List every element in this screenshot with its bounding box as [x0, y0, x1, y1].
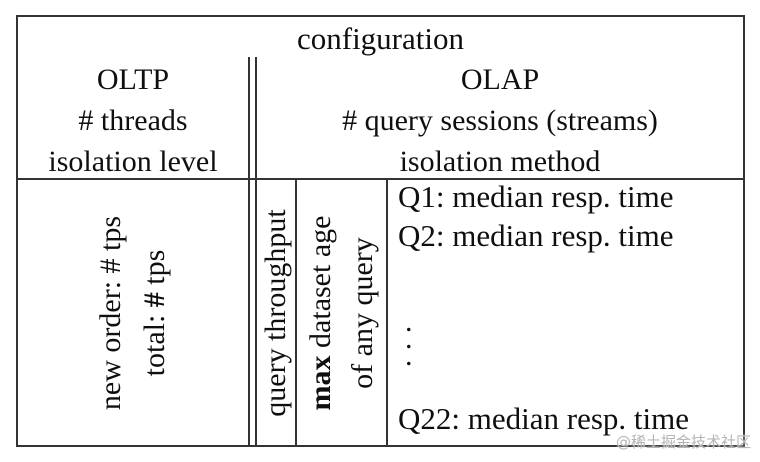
olap-header-cell: OLAP # query sessions (streams) isolatio… — [257, 59, 743, 182]
vertical-ellipsis: . . . — [405, 305, 413, 372]
max-dataset-age-label: max dataset age — [300, 215, 342, 410]
oltp-title: OLTP — [96, 63, 170, 96]
ellipsis-dot: . — [405, 339, 413, 372]
new-order-tps-label: new order: # tps — [94, 215, 127, 410]
total-tps-suffix: tps — [138, 249, 171, 292]
header-body-divider — [18, 178, 743, 180]
q2-response-time-label: Q2: median resp. time — [398, 218, 674, 253]
dataset-age-cell: max dataset age of any query — [297, 180, 386, 445]
configuration-header: configuration — [296, 21, 464, 56]
dataset-age-rotated-text: max dataset age of any query — [300, 215, 384, 410]
olap-title: OLAP — [460, 63, 540, 96]
juejin-watermark: @稀土掘金技术社区 — [616, 433, 752, 451]
freshness-queries-divider — [386, 180, 388, 445]
oltp-metrics-cell: new order: # tps total: # tps — [18, 180, 248, 445]
q22-response-time-label: Q22: median resp. time — [398, 401, 689, 436]
olap-isolation-method-label: isolation method — [399, 145, 601, 178]
dataset-age-rest: dataset age — [303, 215, 337, 355]
double-rule-right — [255, 57, 257, 445]
olap-sessions-label: # query sessions (streams) — [342, 104, 658, 137]
oltp-isolation-level-label: isolation level — [48, 145, 218, 178]
throughput-freshness-divider — [295, 180, 297, 445]
total-tps-prefix: total: — [138, 306, 171, 376]
query-throughput-cell: query throughput — [257, 180, 295, 445]
query-throughput-label: query throughput — [259, 208, 292, 417]
oltp-metrics-rotated-text: new order: # tps total: # tps — [89, 215, 177, 409]
q1-response-time-label: Q1: median resp. time — [398, 179, 674, 214]
benchmark-results-table: configuration OLTP # threads isolation l… — [16, 15, 745, 447]
query-response-times-cell: Q1: median resp. time Q2: median resp. t… — [388, 179, 743, 445]
total-tps-label: total: # tps — [133, 215, 177, 409]
ellipsis-dot: . — [405, 305, 413, 338]
total-tps-bold-hash: # — [138, 291, 171, 307]
of-any-query-label: of any query — [345, 236, 379, 389]
oltp-header-cell: OLTP # threads isolation level — [18, 59, 248, 182]
max-bold-word: max — [303, 354, 337, 410]
oltp-threads-label: # threads — [78, 104, 188, 137]
ellipsis-dot: . — [405, 322, 413, 355]
double-rule-left — [248, 57, 250, 445]
